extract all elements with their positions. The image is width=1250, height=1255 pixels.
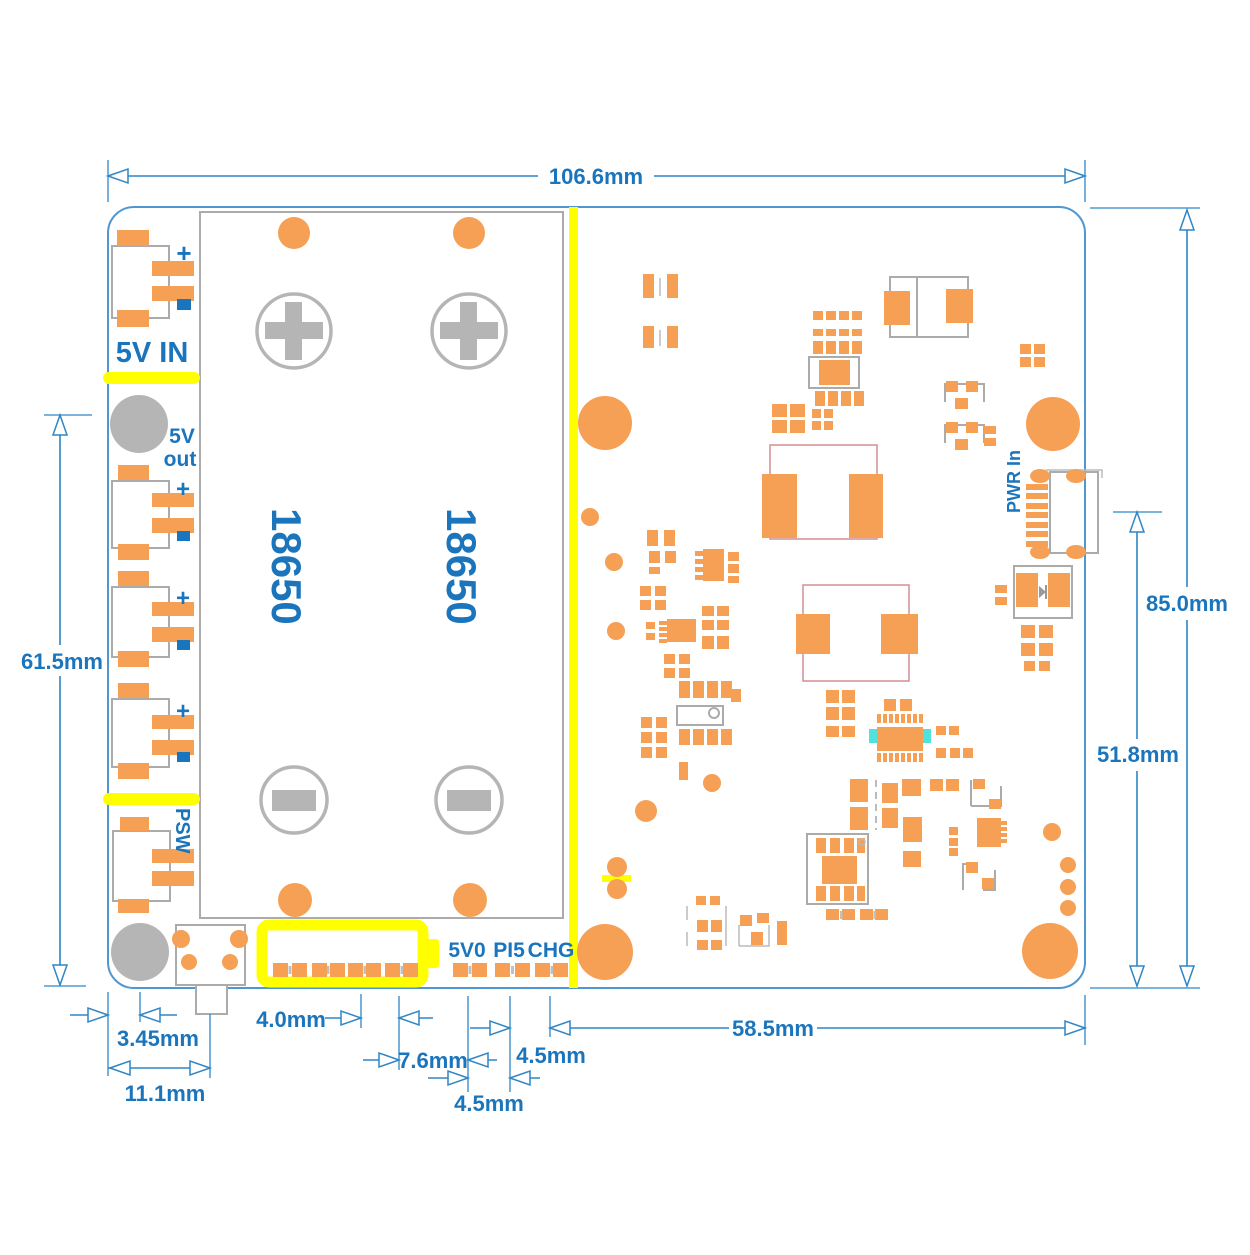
label-5v-out-line1: 5V <box>169 425 195 448</box>
solder-dot <box>453 883 487 917</box>
dimension-4-5-upper: 4.5mm <box>470 996 586 1092</box>
ic-with-cyan-pins <box>826 690 973 762</box>
connector-out-1: + <box>111 465 194 560</box>
bottom-pad-row: 5V0 PI5 CHG <box>273 939 574 977</box>
connector-out-2: + <box>111 571 194 667</box>
smd-cluster-mid-left <box>640 530 741 780</box>
dim-left-height: 61.5mm <box>21 649 103 674</box>
smd-cluster-a <box>772 311 864 433</box>
diode-component <box>995 565 1073 671</box>
yellow-small-mark <box>602 875 631 882</box>
dimension-right-height: 85.0mm <box>1090 207 1233 989</box>
minus-mark <box>177 640 190 650</box>
dimension-bottom-width: 58.5mm <box>547 995 1088 1045</box>
dim-inner-height: 51.8mm <box>1097 742 1179 767</box>
yellow-bar-top <box>103 372 200 384</box>
connector-psw: PSW <box>112 808 194 913</box>
battery-label-left: 18650 <box>263 508 310 625</box>
plus-mark: + <box>176 698 190 725</box>
dimension-11-1: 11.1mm <box>107 1014 213 1106</box>
connector-5v-in: + 5V IN <box>111 230 194 369</box>
dim-7-6: 7.6mm <box>398 1048 468 1073</box>
power-component-lower <box>796 584 918 682</box>
dim-11-1: 11.1mm <box>125 1081 206 1106</box>
dim-total-width: 106.6mm <box>549 164 643 189</box>
solder-dot <box>453 217 485 249</box>
yellow-divider-line <box>569 207 578 988</box>
dimension-left-height: 61.5mm <box>17 412 107 988</box>
plus-mark: + <box>176 476 190 503</box>
screw-plus-left <box>255 292 333 370</box>
dim-total-height: 85.0mm <box>1146 591 1228 616</box>
connector-out-3: + <box>111 683 194 779</box>
solder-dot <box>278 217 310 249</box>
dim-3-45: 3.45mm <box>117 1026 199 1051</box>
solder-dot <box>278 883 312 917</box>
plus-mark: + <box>176 585 190 612</box>
label-pi5: PI5 <box>493 939 525 962</box>
power-component-upper <box>762 444 883 540</box>
dim-4-5-upper: 4.5mm <box>516 1043 586 1068</box>
smd-cluster-bottom-mid <box>850 779 1007 891</box>
label-5v0: 5V0 <box>448 939 485 962</box>
label-5v-in: 5V IN <box>116 337 189 369</box>
smd-cluster-bottom-left <box>686 896 787 950</box>
screw-plus-right <box>430 292 508 370</box>
bracket-components-right <box>944 381 996 450</box>
yellow-bar-bottom <box>103 793 200 805</box>
label-psw: PSW <box>171 808 193 854</box>
dimension-top-width: 106.6mm <box>105 160 1088 202</box>
mounting-holes-right-area <box>577 396 1080 980</box>
battery-label-right: 18650 <box>438 508 485 625</box>
screw-minus-left <box>259 765 329 835</box>
dim-4-5-lower: 4.5mm <box>454 1091 524 1116</box>
hole-bottom-left <box>111 923 169 981</box>
label-5v-out-line2: out <box>164 448 197 471</box>
pwr-in-connector: PWR In <box>1004 450 1103 559</box>
hole-5v-out: 5V out <box>110 395 196 471</box>
label-pwr-in: PWR In <box>1004 450 1024 513</box>
minus-mark <box>177 531 190 541</box>
smd-pads-top <box>643 274 1045 367</box>
dimension-7-6: 7.6mm <box>363 996 497 1092</box>
dim-bottom-width: 58.5mm <box>732 1016 814 1041</box>
plus-mark: + <box>176 238 191 268</box>
soic-ic <box>806 833 888 920</box>
yellow-highlights <box>103 207 631 988</box>
dimension-inner-height: 51.8mm <box>1093 509 1183 989</box>
screw-minus-right <box>434 765 504 835</box>
dimension-3-45: 3.45mm <box>70 992 199 1076</box>
label-chg: CHG <box>528 939 575 962</box>
minus-mark <box>177 752 190 762</box>
power-switch <box>172 924 248 1015</box>
dimension-4-5-lower: 4.5mm <box>428 1069 540 1116</box>
dim-4-0: 4.0mm <box>256 1007 326 1032</box>
dimension-4-0: 4.0mm <box>256 994 433 1070</box>
minus-mark <box>177 299 191 310</box>
battery-compartment: 18650 18650 <box>199 211 564 919</box>
